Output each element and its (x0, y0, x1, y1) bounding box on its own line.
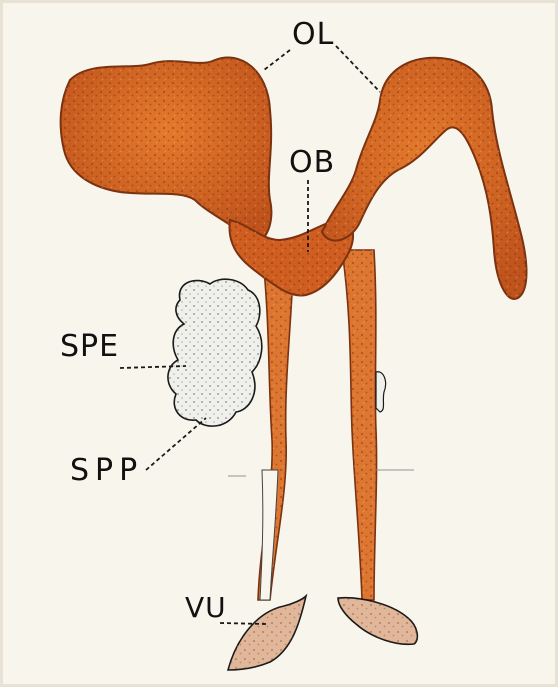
label-ob: OB (289, 148, 335, 178)
label-vu: VU (185, 594, 227, 622)
label-spe: SPE (60, 332, 119, 362)
accessory-bulge (376, 372, 386, 412)
label-ol: OL (292, 20, 334, 50)
label-spp: SPP (70, 456, 143, 486)
